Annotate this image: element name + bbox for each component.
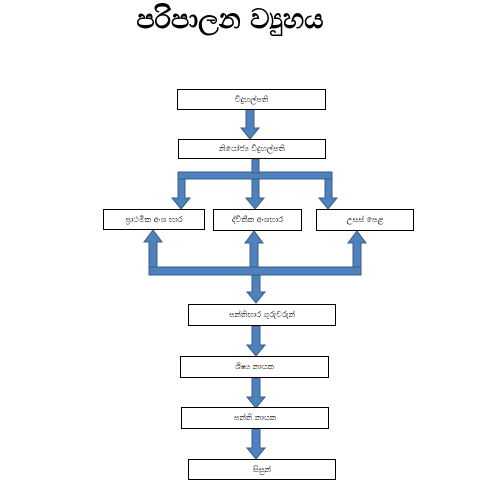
node-primary-section-head: ප්‍රාථමික අංශ භාර xyxy=(103,209,205,230)
node-class-leader: පන්ති නායක xyxy=(181,407,329,429)
node-deputy-principal: නියෝජ්‍ය විදුහල්පති xyxy=(178,139,326,159)
arrow-to-class-teachers xyxy=(245,274,267,304)
arrow-principal-to-deputy xyxy=(239,108,261,140)
node-student-leader: ශිෂ්‍ය නායක xyxy=(180,356,329,378)
arrow-to-student-leader xyxy=(245,325,267,357)
node-upper-grade: උසස් පෙළ xyxy=(316,209,414,231)
page-title: පරිපාලන ව්‍යුහය xyxy=(136,4,324,35)
arrow-to-primary xyxy=(170,178,192,210)
node-class-teachers: පන්තිභාර ගුරුවරුන් xyxy=(188,304,336,326)
arrow-up-secondary xyxy=(244,230,264,268)
arrow-to-class-leader xyxy=(245,377,267,409)
arrow-to-secondary xyxy=(244,178,266,210)
node-students: සිසුන් xyxy=(188,459,336,480)
node-principal: විදුහල්පති xyxy=(177,89,326,110)
arrow-up-primary xyxy=(143,229,163,268)
node-secondary-section-head: ද්විතීක අංශභාර xyxy=(213,209,302,231)
stub-deputy xyxy=(251,158,260,174)
arrow-to-upper xyxy=(317,178,339,210)
arrow-up-upper xyxy=(347,230,367,268)
branch-bar-bottom xyxy=(148,266,362,276)
arrow-to-students xyxy=(245,428,267,460)
